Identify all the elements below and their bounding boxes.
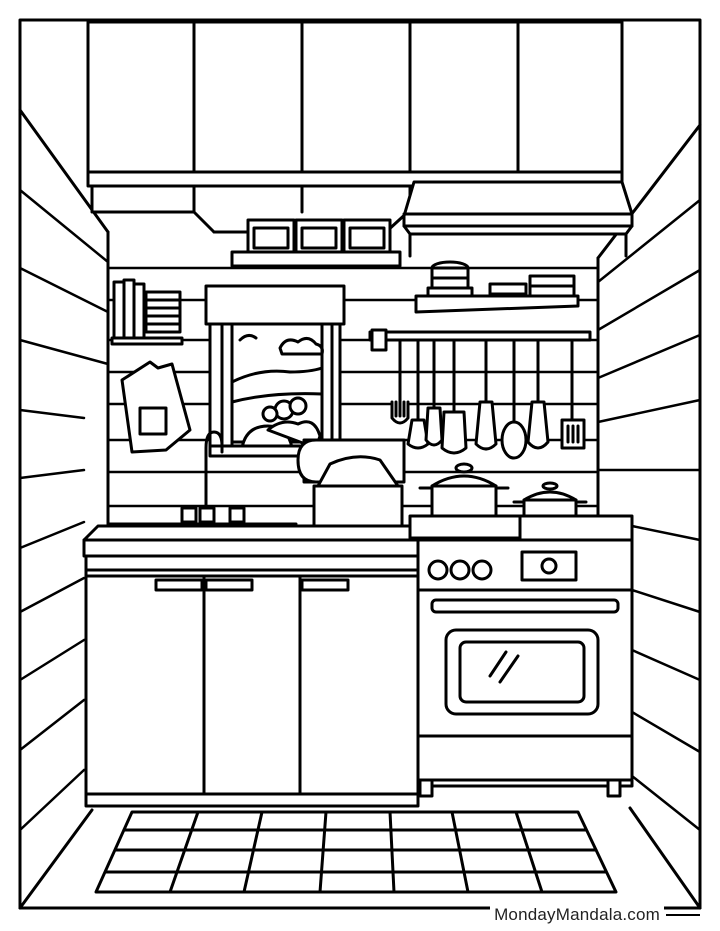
stove [418,540,632,796]
watermark-rule [666,914,700,916]
right-wall-siding [598,200,700,830]
cutting-board [298,440,404,528]
dish-shelf [416,262,578,312]
watermark: MondayMandala.com [490,905,664,925]
left-wall-siding [20,190,108,830]
floor-rug [96,812,616,892]
book-shelf [112,280,182,344]
range-hood [404,182,632,256]
lower-cabinets [86,570,418,806]
page-border [20,20,700,908]
window [206,286,344,456]
oven-mitt [122,362,190,452]
utensil-rail [370,330,590,458]
saucepan [514,483,586,526]
frame-shelf [232,220,400,266]
